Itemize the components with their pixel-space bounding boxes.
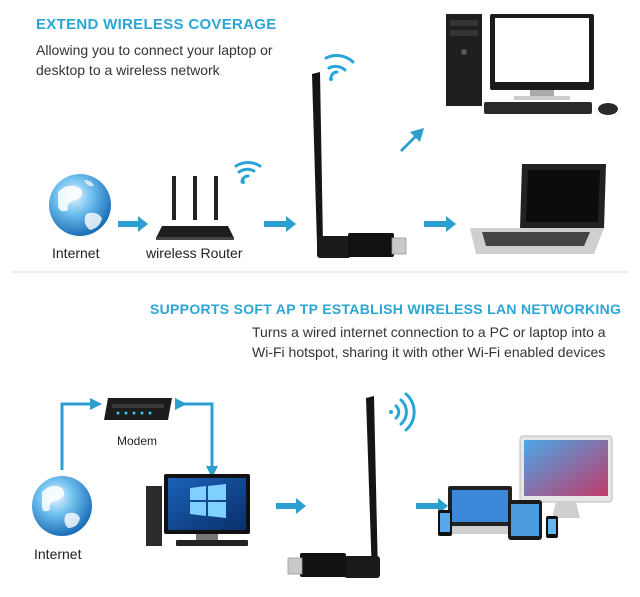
wifi-signal-icon — [236, 162, 260, 184]
router-icon — [156, 176, 234, 240]
globe-icon-bottom — [32, 476, 92, 536]
usb-wifi-adapter-icon — [312, 72, 406, 258]
wifi-signal-icon — [389, 394, 414, 430]
arrow-icon — [276, 498, 306, 514]
laptop-icon — [470, 164, 606, 254]
devices-cluster-icon — [438, 436, 612, 540]
arrow-icon — [175, 398, 187, 410]
wifi-signal-icon — [326, 56, 353, 81]
arrow-icon — [90, 398, 102, 410]
arrow-icon — [264, 216, 296, 232]
arrow-icon — [400, 128, 424, 152]
usb-wifi-adapter-icon — [288, 396, 380, 578]
desktop-computer-icon — [446, 14, 618, 115]
modem-icon — [104, 398, 172, 420]
desktop-computer-windows-icon — [146, 474, 250, 546]
globe-icon-top — [49, 174, 111, 236]
arrow-icon — [118, 216, 148, 232]
arrow-icon — [424, 216, 456, 232]
